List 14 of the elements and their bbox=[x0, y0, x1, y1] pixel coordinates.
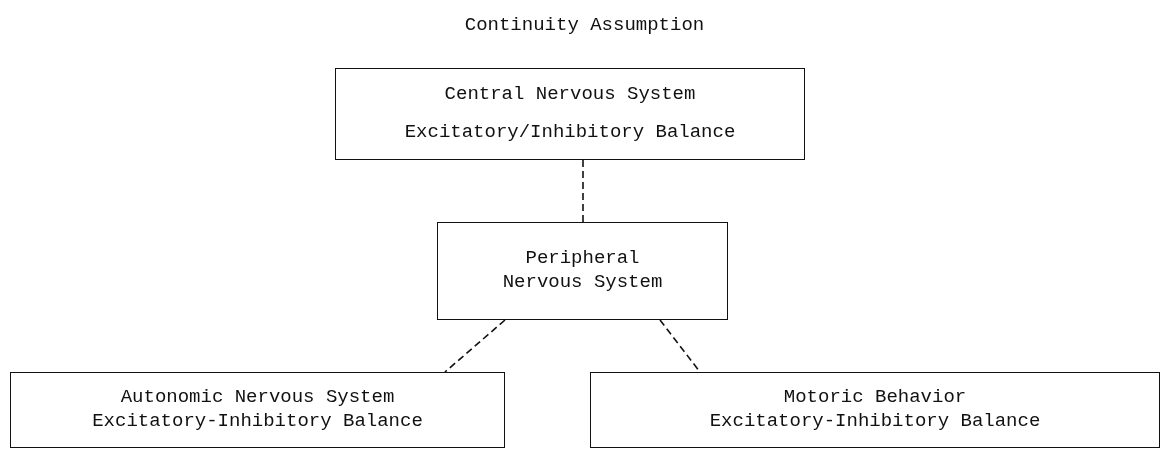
box-text: Excitatory/Inhibitory Balance bbox=[404, 121, 736, 145]
text-box bbox=[335, 68, 805, 160]
connector-line bbox=[582, 159, 584, 223]
box-text: Motoric Behavior bbox=[783, 386, 967, 410]
text-box bbox=[590, 372, 1160, 448]
text-box bbox=[437, 222, 728, 320]
diagram-title: Continuity Assumption bbox=[463, 14, 706, 36]
box-text: Excitatory-Inhibitory Balance bbox=[92, 410, 423, 434]
box-text: Autonomic Nervous System bbox=[120, 386, 395, 410]
box-text: Excitatory-Inhibitory Balance bbox=[709, 410, 1041, 434]
connector-line bbox=[444, 319, 506, 373]
text-box bbox=[10, 372, 505, 448]
box-text: Central Nervous System bbox=[444, 83, 696, 107]
box-text: Peripheral Nervous System bbox=[501, 247, 664, 295]
